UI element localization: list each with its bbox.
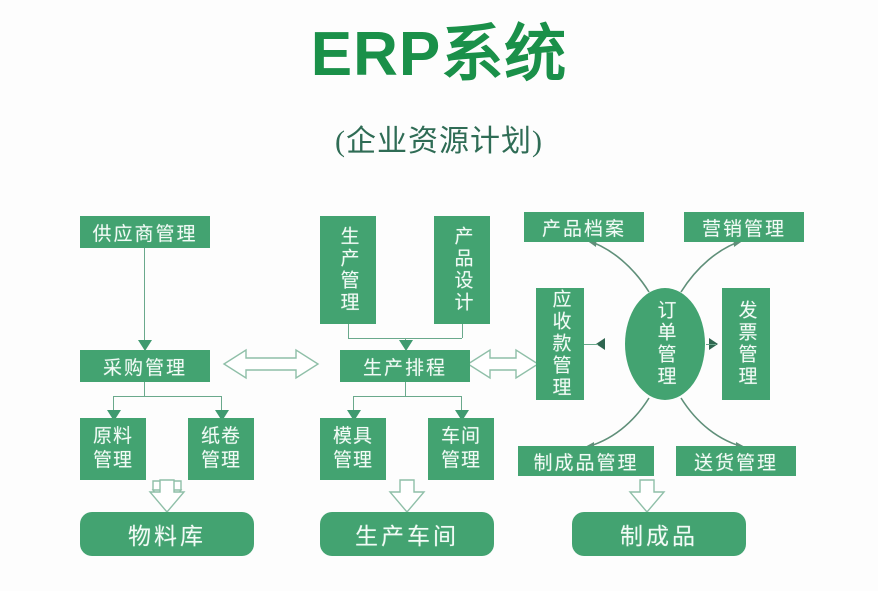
- node-finished-goods-management[interactable]: 制成品管理: [518, 446, 654, 476]
- node-mold-management[interactable]: 模具 管理: [320, 418, 386, 480]
- arrowhead-supplier-to-purchase: [138, 340, 152, 351]
- node-production-workshop[interactable]: 生产车间: [320, 512, 494, 556]
- node-raw-material-management[interactable]: 原料 管理: [80, 418, 146, 480]
- line-scheduling-to-workshop: [461, 396, 462, 412]
- page-title: ERP系统: [310, 20, 568, 89]
- page-subtitle: (企业资源计划): [335, 125, 543, 158]
- hollow-double-arrow-scheduling-receivables: [466, 348, 540, 380]
- hollow-arrow-down-material-warehouse-shape: [148, 479, 186, 514]
- line-purchase-branch: [113, 396, 221, 397]
- line-scheduling-stem: [405, 382, 406, 396]
- line-product-design-down: [462, 324, 463, 338]
- node-invoice-management[interactable]: 发票管理: [722, 288, 770, 400]
- node-finished-goods[interactable]: 制成品: [572, 512, 746, 556]
- node-product-archive[interactable]: 产品档案: [524, 212, 644, 242]
- line-scheduling-branch: [353, 396, 461, 397]
- node-material-warehouse[interactable]: 物料库: [80, 512, 254, 556]
- arrowhead-purchase-to-paper: [215, 410, 229, 421]
- arrowhead-to-scheduling: [399, 340, 413, 351]
- arrowhead-scheduling-to-mold: [347, 410, 361, 421]
- arrowhead-purchase-to-raw: [107, 410, 121, 421]
- node-delivery-management[interactable]: 送货管理: [676, 446, 796, 476]
- line-order-to-receivables: [584, 344, 598, 345]
- line-order-to-invoice: [706, 344, 716, 345]
- line-production-mgmt-down: [348, 324, 349, 338]
- curve-order-to-finished-goods-mgmt: [582, 397, 650, 449]
- hollow-double-arrow-purchase-scheduling: [222, 348, 320, 380]
- node-product-design[interactable]: 产品设计: [434, 216, 490, 324]
- node-paper-roll-management[interactable]: 纸卷 管理: [188, 418, 254, 480]
- node-order-management[interactable]: 订单管理: [625, 288, 705, 400]
- node-workshop-management[interactable]: 车间 管理: [428, 418, 494, 480]
- arrowhead-order-to-receivables: [596, 338, 605, 350]
- node-receivables-management[interactable]: 应收款管理: [536, 288, 584, 400]
- node-marketing-management[interactable]: 营销管理: [684, 212, 804, 242]
- line-supplier-to-purchase: [144, 248, 145, 342]
- hollow-arrow-down-to-production-workshop: [388, 479, 426, 514]
- line-purchase-to-raw: [113, 396, 114, 412]
- arrowhead-scheduling-to-workshop: [455, 410, 469, 421]
- hollow-arrow-down-to-material-warehouse: [151, 480, 183, 512]
- hollow-arrow-down-to-finished-goods: [628, 479, 666, 514]
- curve-order-to-marketing: [680, 239, 745, 293]
- line-purchase-stem: [144, 382, 145, 396]
- curve-order-to-product-archive: [585, 239, 650, 293]
- node-production-scheduling[interactable]: 生产排程: [340, 350, 470, 382]
- line-purchase-to-paper: [221, 396, 222, 412]
- curve-order-to-delivery-mgmt: [680, 397, 748, 449]
- node-production-management[interactable]: 生产管理: [320, 216, 376, 324]
- node-purchase-management[interactable]: 采购管理: [80, 350, 210, 382]
- line-scheduling-to-mold: [353, 396, 354, 412]
- node-supplier-management[interactable]: 供应商管理: [80, 216, 210, 248]
